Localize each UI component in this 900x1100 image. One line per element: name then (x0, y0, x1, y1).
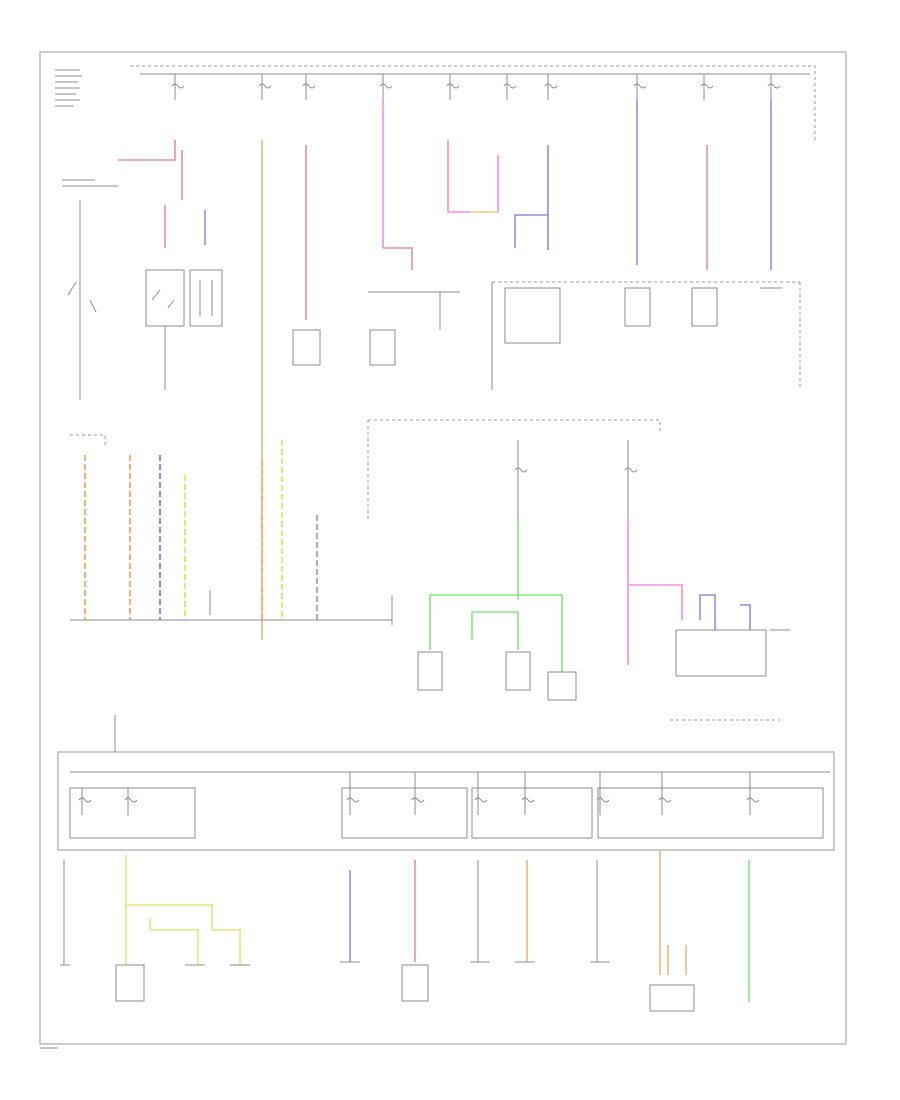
component-box (115, 964, 145, 1002)
center-module (417, 440, 790, 721)
component-box (649, 984, 695, 1012)
component-box (675, 629, 767, 677)
component-box (417, 651, 443, 691)
component-box (369, 329, 396, 366)
component-box (504, 287, 561, 344)
bottom-fuse-box-outline (57, 751, 835, 851)
relay-box-right (189, 269, 223, 327)
fuse-icon (346, 772, 360, 815)
fuse-icon (446, 74, 460, 100)
fuse-icon (658, 772, 672, 815)
fuse-icon (474, 772, 488, 815)
bottom-fuse-row (69, 772, 824, 839)
fuse-icon (379, 74, 393, 100)
battery-legend-block (55, 69, 82, 107)
bottom-components (60, 961, 695, 1012)
left-control-area (62, 179, 223, 400)
component-box (691, 287, 718, 327)
battery-junction-box-outline (130, 65, 816, 140)
fuse-icon (596, 772, 610, 815)
fuse-icon (633, 74, 647, 100)
fuse-icon (767, 74, 781, 100)
fuse-icon (746, 772, 760, 815)
upper-components (292, 281, 801, 390)
fuse-icon (411, 772, 425, 815)
fuse-icon (700, 74, 714, 100)
fuse-icon (78, 788, 92, 815)
diagram-frame (39, 51, 847, 1045)
fuse-icon (544, 74, 558, 100)
bottom-colored-wires (63, 850, 750, 1002)
middle-left-connector (70, 434, 393, 625)
component-box (401, 964, 429, 1002)
top-fuse-row (171, 74, 781, 100)
fuse-icon (171, 74, 185, 100)
fuse-icon (124, 788, 138, 815)
top-colored-wires (118, 100, 772, 640)
component-box (292, 329, 321, 366)
fuse-icon (521, 772, 535, 815)
center-module-outline (367, 419, 661, 520)
fuse-icon (302, 74, 316, 100)
relay-box-left (145, 269, 185, 327)
component-box (624, 287, 651, 327)
component-box (547, 671, 577, 701)
component-box (505, 651, 531, 691)
fuse-icon (258, 74, 272, 100)
fuse-icon (503, 74, 517, 100)
